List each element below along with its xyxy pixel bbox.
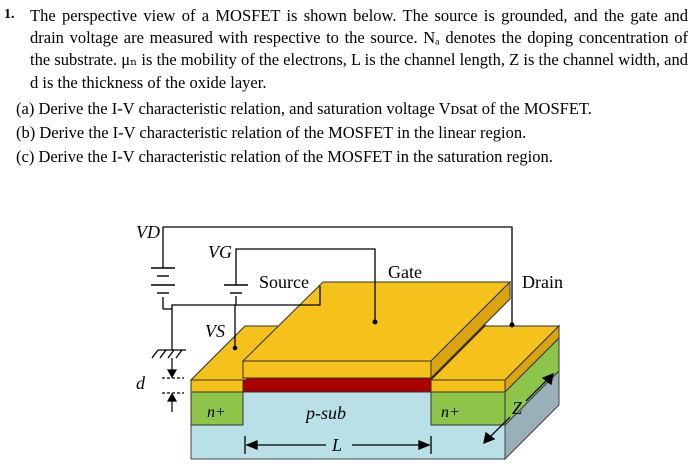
label-n-left: n+ [207,404,226,421]
gate-front-face [242,360,432,379]
drain-contact-front [430,379,506,393]
part-a: (a) Derive the I-V characteristic relati… [16,99,592,118]
d-dimension [162,358,184,412]
drain-contact-side [504,324,560,394]
problem-statement: The perspective view of a MOSFET is show… [30,6,688,92]
node-gate [372,319,378,325]
vd-battery [151,267,175,294]
label-source: Source [259,272,309,292]
label-psub: p-sub [304,403,346,423]
label-gate: Gate [388,262,422,282]
part-c: (c) Derive the I-V characteristic relati… [16,147,553,166]
label-vd: VD [136,222,160,242]
l-dimension [244,436,432,454]
label-l: L [331,435,342,455]
vg-battery [224,284,248,294]
gate-side-face [430,280,511,380]
part-b: (b) Derive the I-V characteristic relati… [16,123,527,142]
z-dimension [483,372,554,445]
label-drain: Drain [522,272,563,292]
node-drain [509,322,515,328]
node-vs-bottom [232,345,238,351]
problem-number: 1. [4,7,15,22]
label-vs: VS [205,321,225,341]
label-d: d [136,373,146,393]
ground-symbol [151,349,186,359]
label-n-right: n+ [441,404,460,421]
label-z: Z [512,398,523,418]
label-vg: VG [208,242,232,262]
circuit-wires [162,226,513,350]
source-contact-front [190,379,244,393]
oxide-layer-front [242,377,432,393]
